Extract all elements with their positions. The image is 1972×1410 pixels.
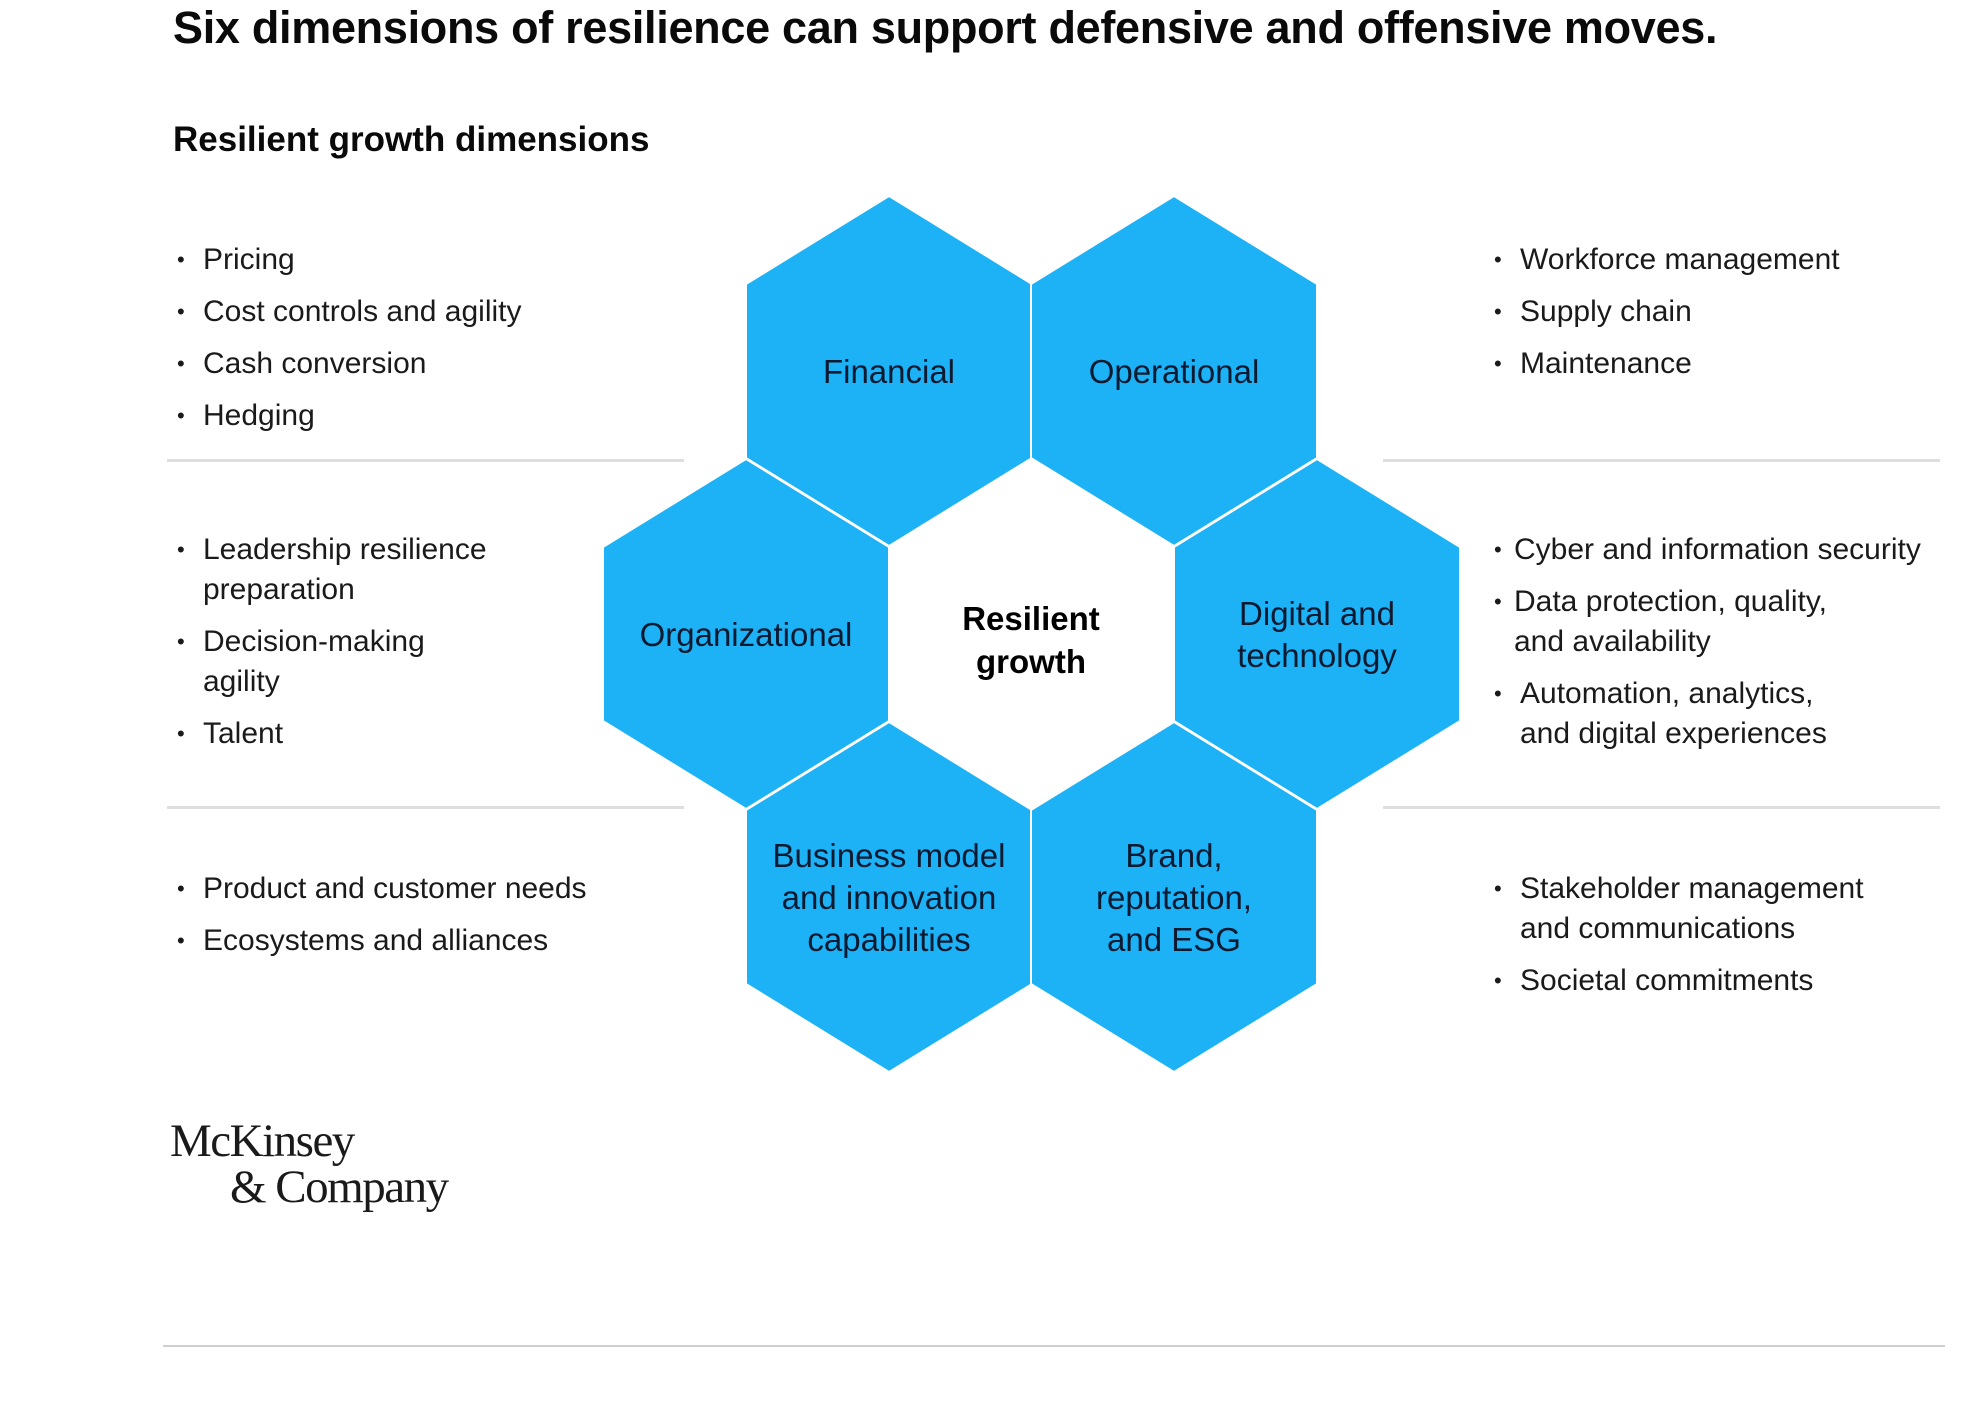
list-item: Workforce management <box>1490 240 1950 280</box>
diagram-subtitle: Resilient growth dimensions <box>173 120 650 159</box>
list-item: Hedging <box>173 396 693 436</box>
list-item: Ecosystems and alliances <box>173 921 693 961</box>
hexagon-brand-label: Brand, <box>1125 837 1222 874</box>
divider-left-top <box>167 459 684 462</box>
hexagon-brand <box>1030 720 1318 1074</box>
organizational-list: Leadership resilience preparation Decisi… <box>173 530 503 766</box>
mckinsey-logo: McKinsey & Company <box>170 1115 449 1213</box>
center-label-line-1: Resilient <box>962 600 1100 637</box>
business-list: Product and customer needs Ecosystems an… <box>173 869 693 973</box>
divider-right-bottom <box>1383 806 1940 809</box>
list-item: Automation, analytics, and digital exper… <box>1490 674 1840 754</box>
digital-list: Cyber and information security Data prot… <box>1490 530 1921 766</box>
list-item: Leadership resilience preparation <box>173 530 503 610</box>
hexagon-digital-label: Digital and <box>1239 595 1395 632</box>
hexagon-operational-label: Operational <box>1089 353 1260 390</box>
center-label-line-2: growth <box>976 643 1086 680</box>
list-item: Societal commitments <box>1490 961 1890 1001</box>
logo-line-1: McKinsey <box>170 1115 355 1167</box>
list-item: Stakeholder management and communication… <box>1490 869 1890 949</box>
hexagon-business-label: and innovation <box>782 879 997 916</box>
logo-line-2: & Company <box>230 1161 449 1213</box>
hexagon-organizational-label: Organizational <box>640 616 853 653</box>
hexagon-brand-label: reputation, <box>1096 879 1252 916</box>
hexagon-brand-label: and ESG <box>1107 921 1241 958</box>
list-item: Maintenance <box>1490 344 1950 384</box>
hexagon-financial-label: Financial <box>823 353 955 390</box>
hexagon-digital-label: technology <box>1237 637 1397 674</box>
divider-left-bottom <box>167 806 684 809</box>
divider-right-top <box>1383 459 1940 462</box>
footer-divider <box>163 1345 1945 1347</box>
list-item: Cost controls and agility <box>173 292 693 332</box>
list-item: Product and customer needs <box>173 869 693 909</box>
list-item: Supply chain <box>1490 292 1950 332</box>
hexagon-business-label: Business model <box>773 837 1006 874</box>
operational-list: Workforce management Supply chain Mainte… <box>1490 240 1950 396</box>
list-item: Cash conversion <box>173 344 693 384</box>
page-title: Six dimensions of resilience can support… <box>173 2 1718 53</box>
brand-list: Stakeholder management and communication… <box>1490 869 1890 1013</box>
list-item: Talent <box>173 714 503 754</box>
list-item: Cyber and information security <box>1490 530 1921 570</box>
financial-list: Pricing Cost controls and agility Cash c… <box>173 240 693 448</box>
hexagon-business-label: capabilities <box>807 921 970 958</box>
list-item: Pricing <box>173 240 693 280</box>
list-item: Decision-making agility <box>173 622 503 702</box>
list-item: Data protection, quality, and availabili… <box>1490 582 1840 662</box>
